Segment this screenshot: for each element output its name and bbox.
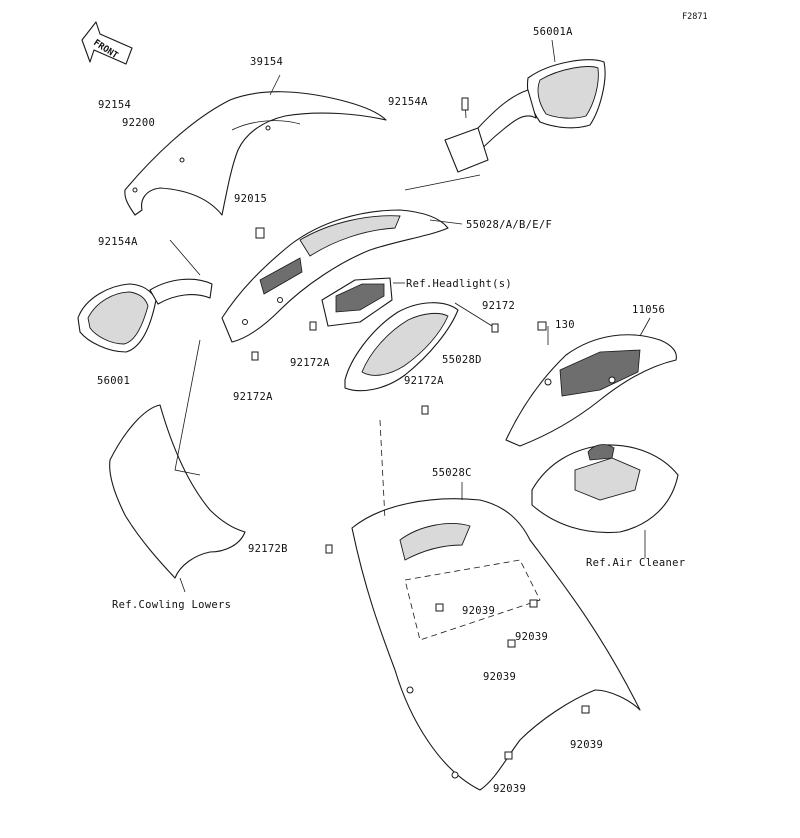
label-92154A-top: 92154A	[388, 96, 428, 108]
label-92015: 92015	[234, 193, 267, 205]
label-92172: 92172	[482, 300, 515, 312]
nut-92039-c	[507, 639, 516, 648]
nut-92039-e	[504, 751, 513, 760]
cowling-lowers-ref-part	[109, 404, 246, 593]
left-mirror-part	[77, 278, 213, 353]
screw-92154A-top	[461, 97, 469, 111]
air-cleaner-ref-part	[531, 444, 679, 534]
label-92172A-right: 92172A	[404, 375, 444, 387]
label-92039-e: 92039	[493, 783, 526, 795]
leader-55028	[429, 219, 463, 225]
leader-92172	[454, 302, 493, 327]
leader-dashed-duct	[379, 419, 386, 521]
label-39154: 39154	[250, 56, 283, 68]
front-arrow-icon: FRONT	[81, 21, 133, 65]
label-55028D: 55028D	[442, 354, 482, 366]
label-92039-a: 92039	[462, 605, 495, 617]
label-92172B: 92172B	[248, 543, 288, 555]
leader-cowling-lower	[174, 339, 201, 476]
label-92154A-left: 92154A	[98, 236, 138, 248]
label-92039-c: 92039	[483, 671, 516, 683]
inner-cover-part	[505, 334, 677, 447]
screw-92172	[491, 323, 499, 333]
label-92154: 92154	[98, 99, 131, 111]
headlight-ref-part	[321, 277, 393, 327]
nut-92039-a	[435, 603, 444, 612]
screw-92172A-mid	[309, 321, 317, 331]
screw-92172A-left	[251, 351, 259, 361]
label-ref-air-cleaner: Ref.Air Cleaner	[586, 557, 685, 569]
screw-130	[537, 321, 547, 331]
label-56001A: 56001A	[533, 26, 573, 38]
label-ref-headlight: Ref.Headlight(s)	[406, 278, 512, 290]
label-55028C: 55028C	[432, 467, 472, 479]
label-56001: 56001	[97, 375, 130, 387]
upper-cowling-part	[124, 91, 387, 216]
label-92172A-mid: 92172A	[290, 357, 330, 369]
label-130: 130	[555, 319, 575, 331]
label-ref-cowling-lowers: Ref.Cowling Lowers	[112, 599, 231, 611]
label-92039-b: 92039	[515, 631, 548, 643]
rivet-92015	[255, 227, 265, 239]
leader-39154	[269, 74, 281, 96]
leader-mirror-bracket	[404, 174, 481, 191]
screw-92172A-right	[421, 405, 429, 415]
label-11056: 11056	[632, 304, 665, 316]
label-55028: 55028/A/B/E/F	[466, 219, 552, 231]
nut-92039-b	[529, 599, 538, 608]
leader-92154A-left	[169, 239, 201, 276]
label-92200: 92200	[122, 117, 155, 129]
screw-92172B	[325, 544, 333, 554]
figure-code: F2871	[682, 12, 708, 22]
label-92039-d: 92039	[570, 739, 603, 751]
label-92172A-left: 92172A	[233, 391, 273, 403]
inner-stay-part	[221, 209, 449, 343]
leader-11056	[639, 317, 651, 337]
leader-56001A	[551, 39, 556, 63]
right-mirror-part	[444, 59, 606, 173]
air-duct-part	[344, 302, 459, 392]
nut-92039-d	[581, 705, 590, 714]
